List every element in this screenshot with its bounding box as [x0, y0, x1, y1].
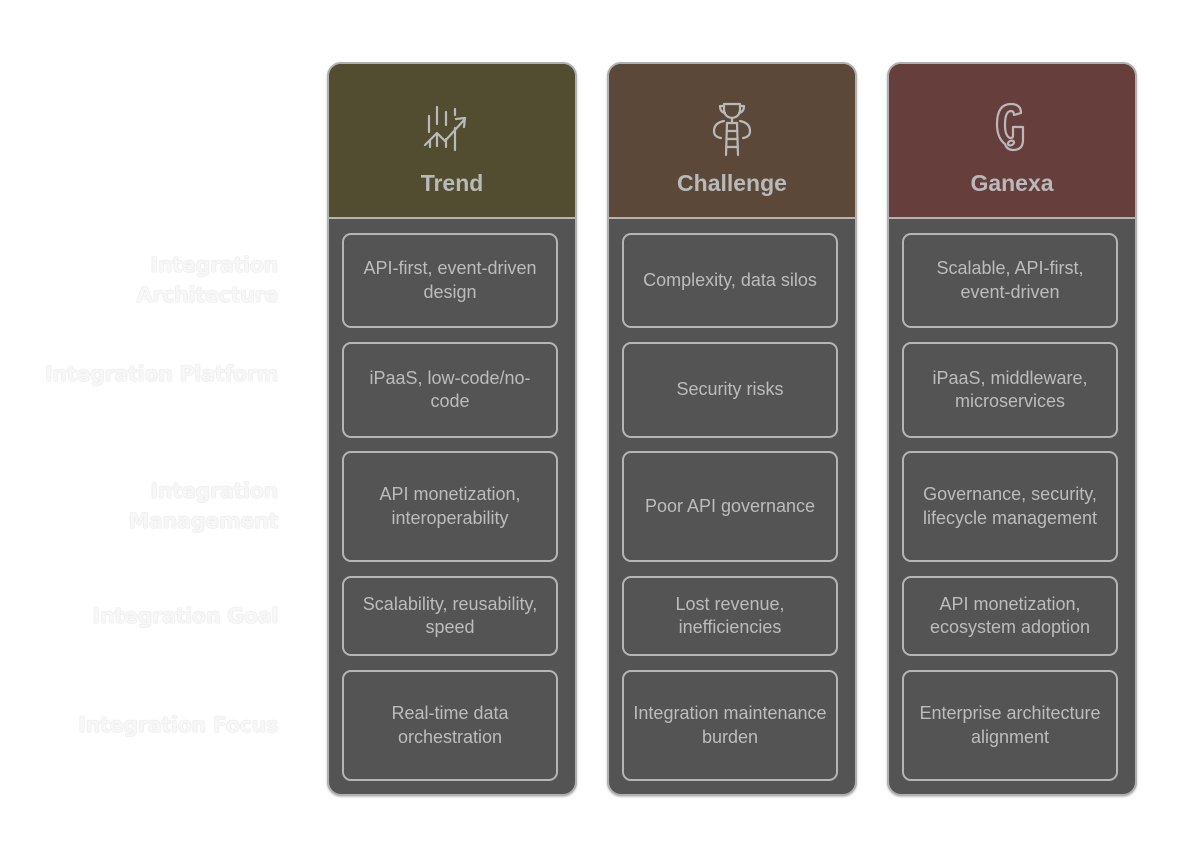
cell-ganexa-architecture: Scalable, API-first, event-driven	[902, 233, 1118, 328]
trend-chart-icon	[423, 105, 467, 152]
column-header-challenge: Challenge	[609, 64, 855, 219]
cell-trend-platform: iPaaS, low-code/no-code	[342, 342, 558, 438]
cell-ganexa-management: Governance, security, lifecycle manageme…	[902, 451, 1118, 562]
trophy-ladder-icon	[712, 102, 752, 157]
cell-ganexa-goal: API monetization, ecosystem adoption	[902, 576, 1118, 656]
column-title: Trend	[420, 170, 484, 196]
cell-trend-architecture: API-first, event-driven design	[342, 233, 558, 328]
row-label-integration-focus: Integration Focus	[78, 713, 278, 737]
ganexa-g-logo-icon	[995, 102, 1025, 152]
cell-challenge-architecture: Complexity, data silos	[622, 233, 838, 328]
cell-challenge-goal: Lost revenue, inefficiencies	[622, 576, 838, 656]
cell-challenge-focus: Integration maintenance burden	[622, 670, 838, 781]
column-title: Ganexa	[970, 170, 1054, 196]
row-label-integration-architecture: Integration Architecture	[136, 253, 278, 307]
column-header-ganexa: Ganexa	[889, 64, 1135, 219]
row-label-integration-goal: Integration Goal	[92, 604, 278, 628]
column-ganexa: Ganexa Scalable, API-first, event-driven…	[887, 62, 1137, 796]
cell-ganexa-focus: Enterprise architecture alignment	[902, 670, 1118, 781]
column-header-trend: Trend	[329, 64, 575, 219]
column-trend: Trend API-first, event-driven design iPa…	[327, 62, 577, 796]
cell-challenge-platform: Security risks	[622, 342, 838, 438]
cell-trend-goal: Scalability, reusability, speed	[342, 576, 558, 656]
row-label-integration-platform: Integration Platform	[44, 362, 279, 386]
row-label-integration-management: Integration Management	[128, 479, 278, 533]
cell-ganexa-platform: iPaaS, middleware, microservices	[902, 342, 1118, 438]
cell-challenge-management: Poor API governance	[622, 451, 838, 562]
cell-trend-focus: Real-time data orchestration	[342, 670, 558, 781]
column-title: Challenge	[677, 170, 787, 196]
column-challenge: Challenge Complexity, data silos Securit…	[607, 62, 857, 796]
cell-trend-management: API monetization, interoperability	[342, 451, 558, 562]
